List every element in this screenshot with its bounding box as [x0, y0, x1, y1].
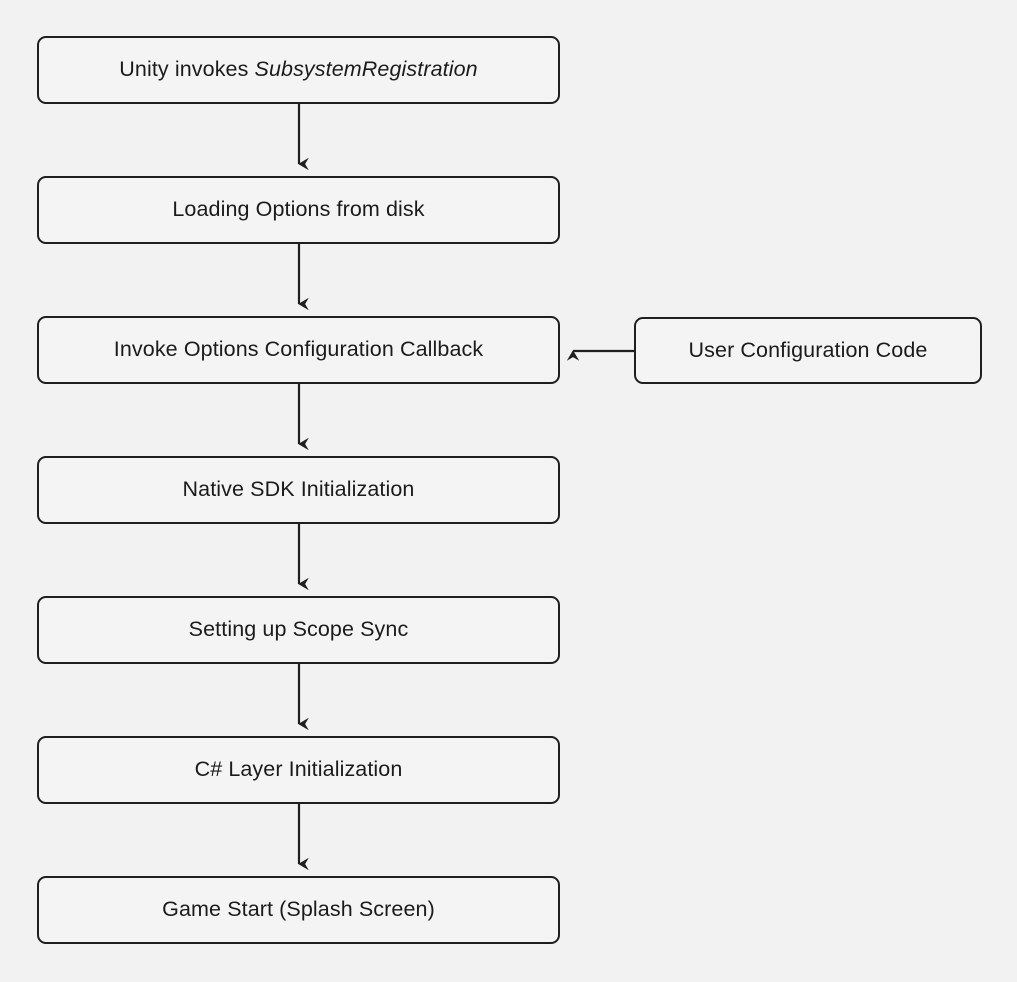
node-loading-options[interactable]: Loading Options from disk	[37, 176, 560, 244]
node-label-game-start: Game Start (Splash Screen)	[162, 897, 435, 922]
node-label-subsystem-registration: Unity invokes SubsystemRegistration	[119, 57, 478, 82]
node-label-loading-options: Loading Options from disk	[172, 197, 425, 222]
node-invoke-options-callback[interactable]: Invoke Options Configuration Callback	[37, 316, 560, 384]
node-label-native-sdk-init: Native SDK Initialization	[182, 477, 415, 502]
node-native-sdk-init[interactable]: Native SDK Initialization	[37, 456, 560, 524]
node-label-invoke-options-callback: Invoke Options Configuration Callback	[113, 337, 484, 362]
node-label-scope-sync: Setting up Scope Sync	[188, 617, 409, 642]
node-scope-sync[interactable]: Setting up Scope Sync	[37, 596, 560, 664]
node-label-csharp-layer-init: C# Layer Initialization	[194, 757, 403, 782]
node-subsystem-registration[interactable]: Unity invokes SubsystemRegistration	[37, 36, 560, 104]
node-user-configuration-code[interactable]: User Configuration Code	[634, 317, 982, 384]
node-csharp-layer-init[interactable]: C# Layer Initialization	[37, 736, 560, 804]
node-game-start[interactable]: Game Start (Splash Screen)	[37, 876, 560, 944]
node-label-user-configuration-code: User Configuration Code	[688, 337, 928, 362]
